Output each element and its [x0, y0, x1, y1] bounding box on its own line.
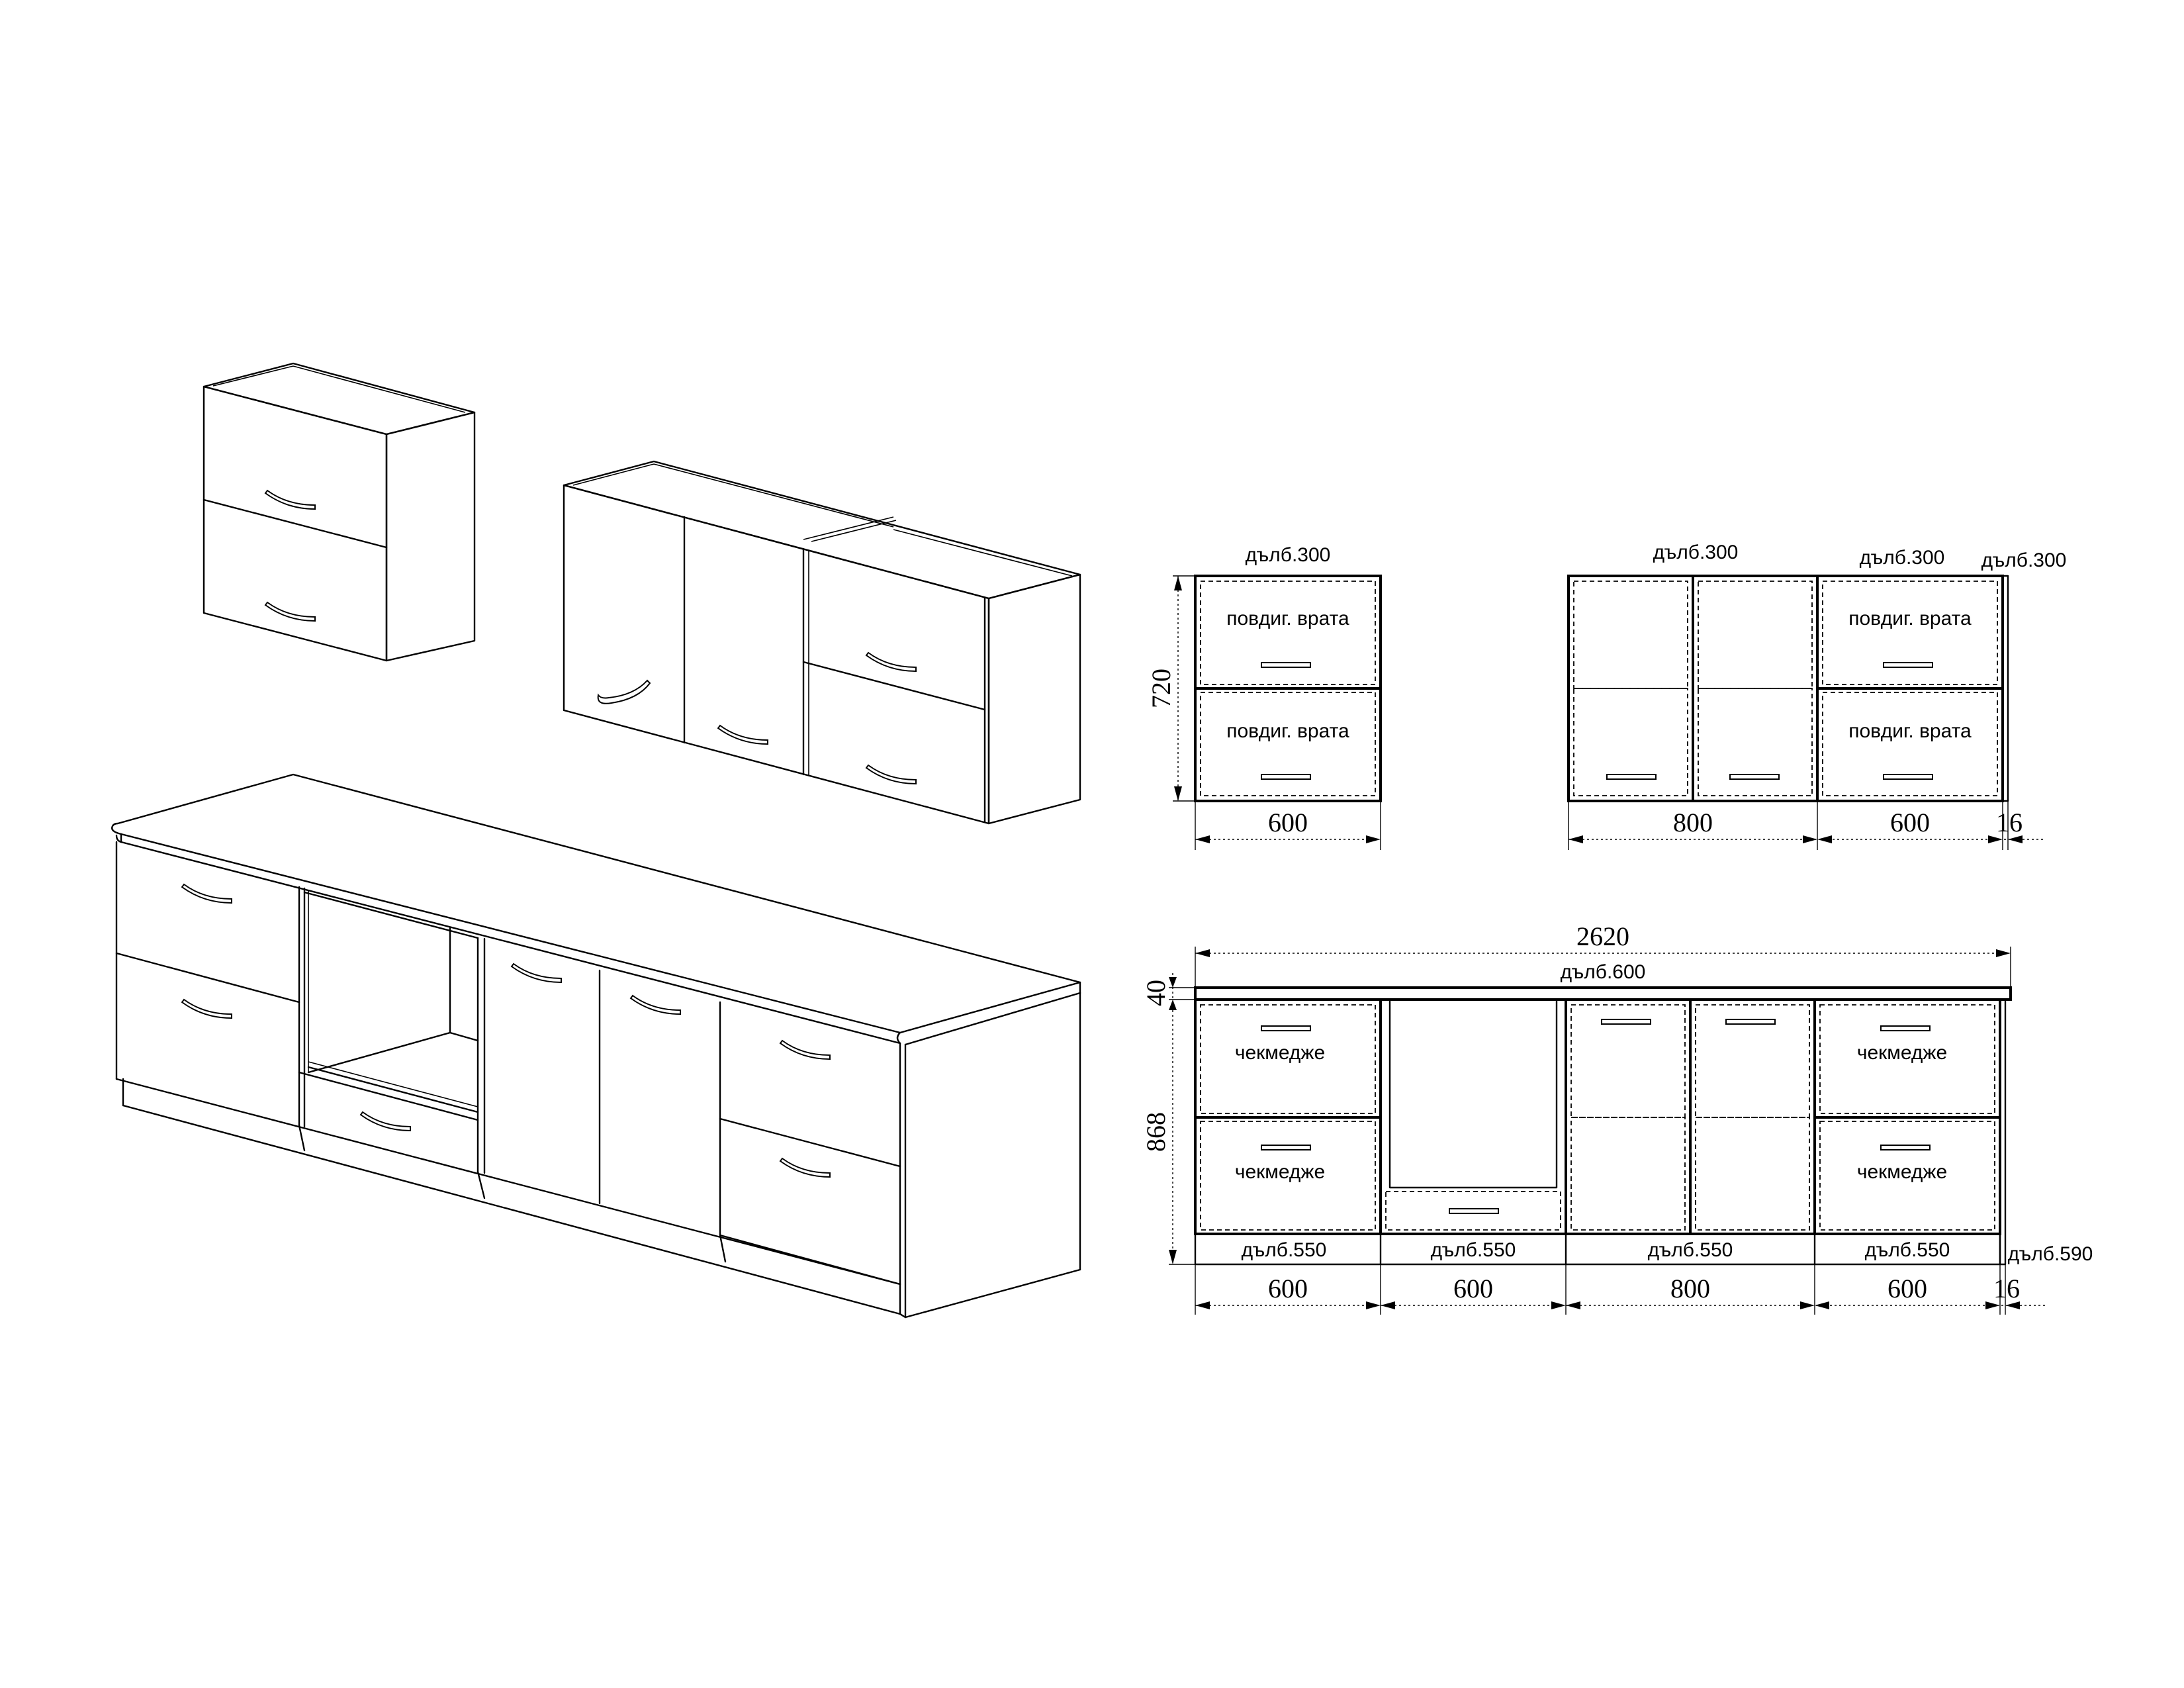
iso-upper-right-cabinet — [563, 460, 1081, 825]
ful-panel-bottom-label: повдиг. врата — [1226, 720, 1349, 742]
iso-lower-handle-6 — [779, 1039, 831, 1060]
ful-height-dim: 720 — [1146, 669, 1176, 708]
flw-width-1: 600 — [1268, 1274, 1308, 1303]
ful-width-dim: 600 — [1268, 808, 1308, 837]
flw-width-5: 16 — [1993, 1274, 2020, 1303]
iso-ur-handle-1 — [597, 679, 651, 704]
fur-handle-4 — [1883, 774, 1933, 780]
fur-depth-left: дълб.300 — [1653, 541, 1739, 563]
flw-plinth-1: дълб.550 — [1242, 1239, 1327, 1261]
iso-ur-handle-4 — [865, 764, 917, 785]
flw-drawer-4: чекмедже — [1857, 1161, 1947, 1183]
iso-lower-handle-1 — [181, 883, 232, 904]
iso-ul-top — [203, 362, 476, 436]
flw-worktop-thickness: 40 — [1141, 980, 1171, 1006]
iso-lower-handle-7 — [779, 1157, 831, 1178]
fur-depth-middle: дълб.300 — [1860, 547, 1945, 569]
fur-handle-1 — [1606, 774, 1657, 780]
flw-width-3: 800 — [1670, 1274, 1710, 1303]
iso-ul-handle-bottom — [264, 601, 316, 622]
iso-ur-handle-2 — [717, 724, 768, 745]
flw-total-width: 2620 — [1576, 921, 1629, 951]
iso-worktop-top — [111, 773, 1081, 1034]
fur-panel-bottom-label: повдиг. врата — [1848, 720, 1972, 742]
fur-handle-2 — [1729, 774, 1780, 780]
iso-lower-handle-4 — [510, 962, 562, 984]
front-upper-right: дълб.300 дълб.300 дълб.300 повдиг. врата… — [1567, 541, 2067, 850]
ful-handle-top — [1261, 662, 1311, 668]
iso-ul-handle-top — [264, 489, 316, 510]
flw-plinth-3: дълб.550 — [1648, 1239, 1733, 1261]
iso-lower-handle-3 — [359, 1111, 411, 1132]
front-upper-left: дълб.300 повдиг. врата повдиг. врата 720… — [1146, 544, 1382, 850]
flw-plinth-4: дълб.550 — [1865, 1239, 1950, 1261]
flw-width-2: 600 — [1453, 1274, 1493, 1303]
iso-lower-handle-2 — [181, 998, 232, 1019]
ful-panel-top-label: повдиг. врата — [1226, 608, 1349, 630]
flw-worktop — [1194, 986, 2012, 1001]
fur-width-left: 800 — [1673, 808, 1713, 837]
flw-height: 868 — [1141, 1112, 1171, 1152]
iso-ul-side — [385, 411, 476, 662]
flw-plinth-2: дълб.550 — [1431, 1239, 1516, 1261]
iso-ul-door-split — [203, 498, 388, 549]
iso-ur-front — [563, 484, 990, 825]
iso-ur-handle-3 — [865, 651, 917, 673]
front-lower: чекмедже чекмедже чекмедже чекмедже дълб… — [1141, 921, 2093, 1315]
flw-drawer-1: чекмедже — [1235, 1042, 1325, 1064]
iso-upper-left-cabinet — [203, 362, 476, 662]
fur-width-middle: 600 — [1890, 808, 1930, 837]
flw-width-4: 600 — [1888, 1274, 1927, 1303]
iso-lower-handle-5 — [629, 994, 681, 1015]
iso-ur-top — [563, 460, 1081, 600]
iso-lower-cabinets — [111, 773, 1081, 1319]
ful-depth-label: дълб.300 — [1246, 544, 1331, 566]
fur-depth-right: дълб.300 — [1981, 549, 2067, 571]
flw-drawer-3: чекмедже — [1857, 1042, 1947, 1064]
flw-plinth-side: дълб.590 — [2008, 1243, 2093, 1265]
ful-handle-bottom — [1261, 774, 1311, 780]
flw-drawer-2: чекмедже — [1235, 1161, 1325, 1183]
fur-panel-top-label: повдиг. врата — [1848, 608, 1972, 630]
fur-handle-3 — [1883, 662, 1933, 668]
flw-worktop-depth: дълб.600 — [1561, 961, 1646, 983]
fur-width-right: 16 — [1996, 808, 2023, 837]
iso-ur-side — [987, 573, 1081, 825]
